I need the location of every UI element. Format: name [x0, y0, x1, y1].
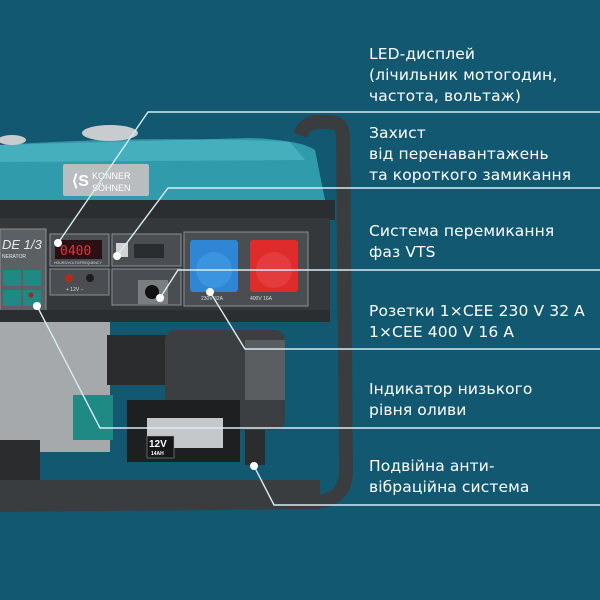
battery-spec-box [146, 435, 175, 459]
breaker-module [134, 244, 164, 258]
callout-vts-switch: Система перемикання фаз VTS [369, 221, 554, 263]
brand-name-line1: KONNER [92, 171, 131, 181]
socket-230v-label: 230V 32A [201, 296, 224, 302]
led-display-value: 0400 [60, 244, 91, 259]
frame-handle [0, 115, 354, 512]
leader-lines [36, 111, 600, 506]
callout-text: рівня оливи [369, 401, 467, 419]
callout-sockets: Розетки 1×CEE 230 V 32 A 1×CEE 400 V 16 … [369, 301, 585, 343]
callout-text: 1×CEE 400 V 16 A [369, 323, 515, 341]
fuel-cap-2 [0, 135, 26, 145]
button-oil-alert [23, 290, 41, 306]
callout-low-oil: Індикатор низького рівня оливи [369, 379, 533, 421]
engine-shroud [107, 335, 167, 385]
dot-anti-vibration-icon [250, 462, 258, 470]
callout-text: фаз VTS [369, 243, 436, 261]
oil-alert-led-icon [28, 292, 34, 298]
callout-anti-vibration: Подвійна анти- вібраційна система [369, 456, 530, 498]
callout-text: Система перемикання [369, 222, 555, 240]
callout-text: Подвійна анти- [369, 457, 495, 475]
callout-text: від перенавантажень [369, 145, 549, 163]
battery-voltage: 12V [149, 439, 167, 450]
dot-sockets-icon [206, 288, 214, 296]
base-frame [0, 480, 320, 500]
oil-warning-tag [73, 395, 113, 440]
callout-text: та короткого замикання [369, 166, 572, 184]
callout-text: частота, вольтаж) [369, 87, 521, 105]
base-mount [0, 440, 40, 480]
model-number: DE 1/3 [2, 237, 43, 252]
led-display-screen [55, 240, 102, 259]
dc-outlet-panel [49, 268, 110, 296]
dc-outlet-label: + 12V − [66, 287, 84, 293]
dot-protection-icon [113, 252, 121, 260]
dc-negative-terminal-icon [86, 274, 94, 282]
tank-highlight [0, 139, 305, 162]
callout-text: Розетки 1×CEE 230 V 32 A [369, 302, 585, 320]
led-display-caption: HOURS/VOLTS/FREQUENCY [54, 261, 102, 265]
brand-name-line2: SÖHNEN [92, 183, 131, 193]
button-air-system [23, 270, 41, 286]
fuel-cap [82, 125, 138, 141]
socket-400v-label: 400V 16A [250, 296, 273, 302]
callout-led-display: LED-дисплей (лічильник мотогодин, частот… [369, 44, 557, 107]
brand-badge [63, 164, 149, 196]
callout-text: Індикатор низького [369, 380, 533, 398]
callout-text: LED-дисплей [369, 45, 476, 63]
dc-positive-terminal-icon [65, 274, 73, 282]
dot-led-display-icon [54, 239, 62, 247]
callout-text: Захист [369, 124, 426, 142]
callout-dots [33, 239, 258, 470]
battery-capacity: 14AH [151, 451, 164, 457]
dot-oil-icon [33, 302, 41, 310]
model-subtitle: NERATOR [2, 254, 26, 260]
button-electric-start [3, 290, 21, 306]
brand-logo-icon: ⟨S [72, 173, 89, 190]
callout-text: вібраційна система [369, 478, 530, 496]
alternator-vents [245, 340, 285, 400]
button-13hp [3, 270, 21, 286]
vts-knob-icon [145, 285, 159, 299]
anti-vibration-damper [245, 430, 265, 465]
frame-rail [0, 200, 335, 220]
callout-overload-protection: Захист від перенавантажень та короткого … [369, 123, 571, 186]
callout-text: (лічильник мотогодин, [369, 66, 558, 84]
panel-lower-rail [0, 310, 330, 322]
dot-vts-icon [156, 294, 164, 302]
